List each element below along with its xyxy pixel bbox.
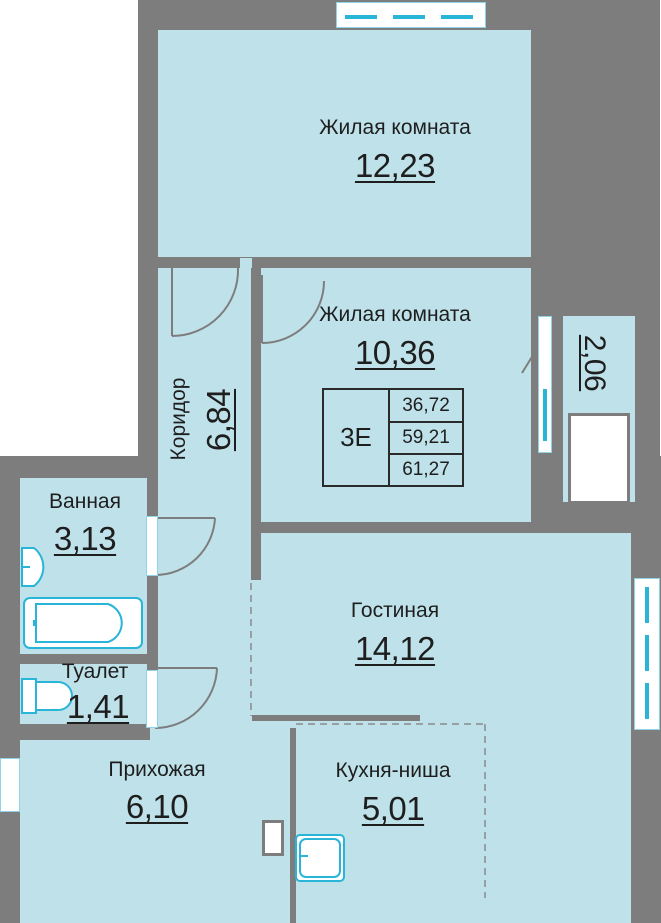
window-lounge xyxy=(634,578,660,730)
balcony-inner-block xyxy=(568,413,630,504)
summary-value: 59,21 xyxy=(402,427,450,448)
room-lounge-link xyxy=(251,580,263,728)
window-hall xyxy=(0,758,20,812)
corridor-name: Коридор xyxy=(167,377,190,461)
summary-value: 36,72 xyxy=(402,394,450,416)
window-toilet-door xyxy=(146,670,158,728)
toilet-area: 1,41 xyxy=(66,688,130,725)
lounge-name: Гостиная xyxy=(350,599,440,622)
corridor-area: 6,84 xyxy=(200,388,237,452)
toilet-name: Туалет xyxy=(61,660,129,683)
window-bathroom-door xyxy=(146,516,158,576)
balcony-area: 2,06 xyxy=(578,334,611,392)
room-hall xyxy=(20,740,290,923)
room-hall-link xyxy=(150,726,290,742)
window-balcony xyxy=(538,316,552,453)
hall-name: Прихожая xyxy=(108,758,206,781)
summary-value: 61,27 xyxy=(402,459,450,480)
living-1-area: 12,23 xyxy=(354,147,436,184)
room-kitchen xyxy=(296,728,631,923)
bathroom-name: Ванная xyxy=(49,490,121,513)
window-corridor-door xyxy=(240,258,252,268)
kitchen-area: 5,01 xyxy=(361,790,425,827)
bathroom-area: 3,13 xyxy=(53,520,117,557)
apartment-type: 3Е xyxy=(340,422,372,452)
kitchen-name: Кухня-ниша xyxy=(335,759,451,782)
lounge-area: 14,12 xyxy=(354,630,436,667)
summary-table: 3Е 36,72 59,21 61,27 xyxy=(322,388,464,487)
kitchen-column xyxy=(262,820,284,856)
living-2-area: 10,36 xyxy=(354,334,436,371)
living-1-name: Жилая комната xyxy=(319,116,471,139)
hall-area: 6,10 xyxy=(125,788,189,825)
room-lounge xyxy=(261,533,631,728)
window-top xyxy=(336,2,486,28)
room-living-2 xyxy=(261,268,531,522)
room-living-1 xyxy=(158,30,531,257)
living-2-name: Жилая комната xyxy=(319,303,471,326)
room-corridor xyxy=(158,268,251,726)
